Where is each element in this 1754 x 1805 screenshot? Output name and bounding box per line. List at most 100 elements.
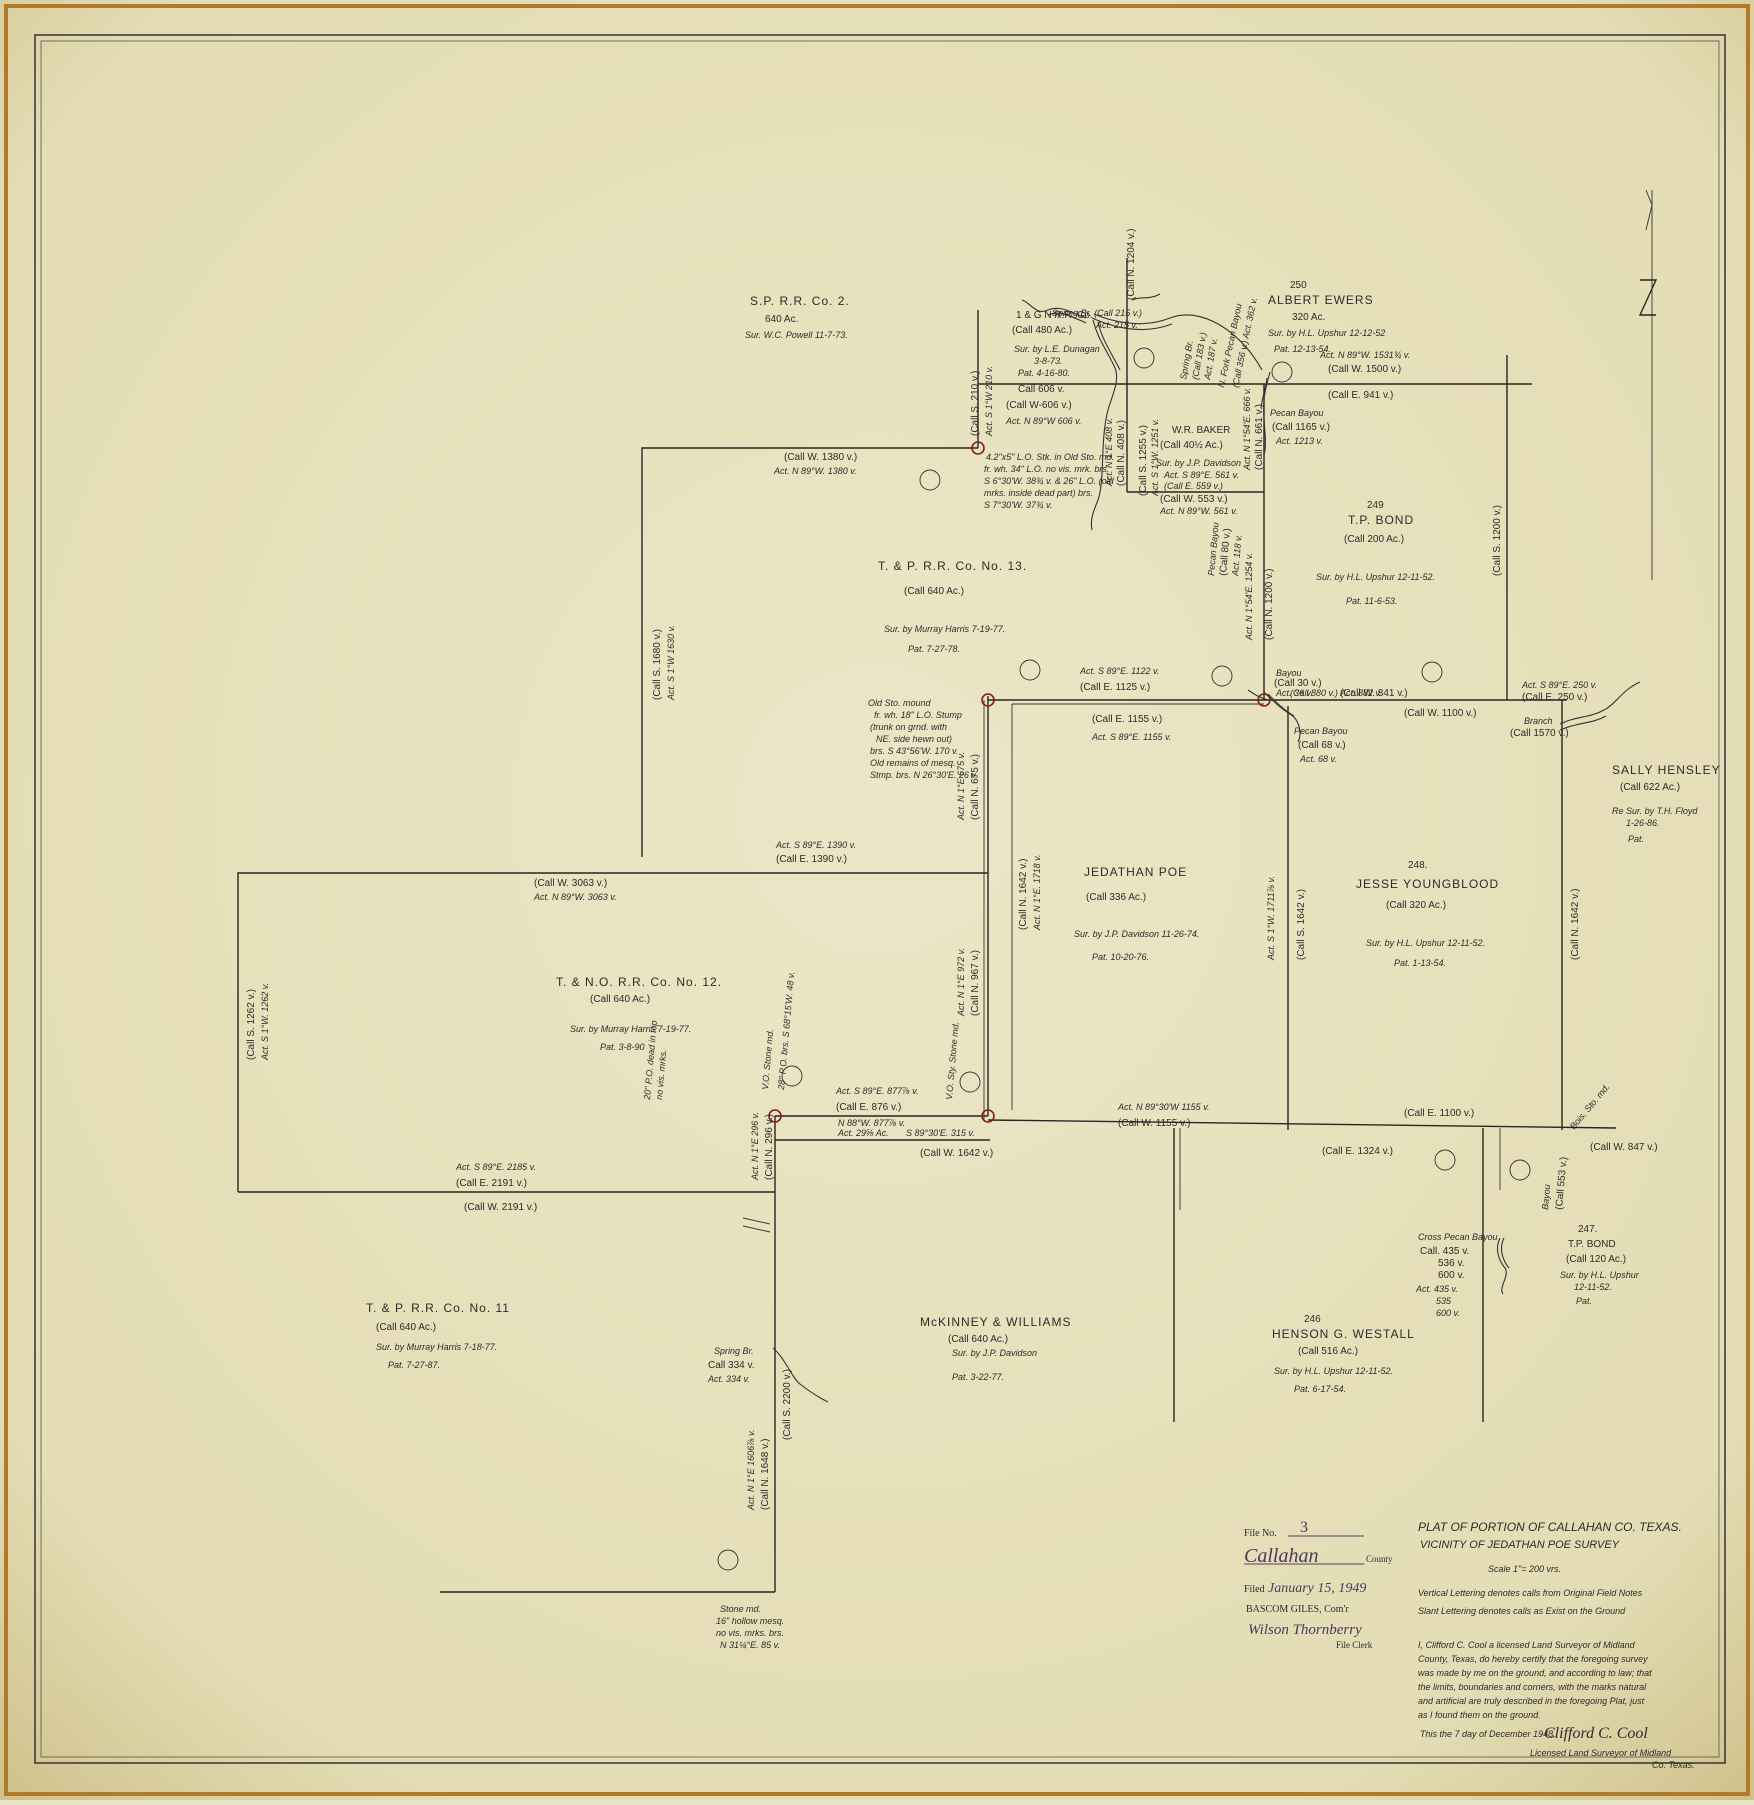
bearing-tree-icon [1421, 661, 1443, 683]
corner-circle-icon [768, 1109, 782, 1123]
svg-text:(Call W. 841 v.): (Call W. 841 v.) [1340, 688, 1408, 699]
svg-text:Act. S 89°E. 561 v.: Act. S 89°E. 561 v. [1163, 470, 1239, 480]
svg-text:Act. S 89°E. 250 v.: Act. S 89°E. 250 v. [1521, 680, 1597, 690]
svg-text:Act. S 1°W 210 v.: Act. S 1°W 210 v. [984, 366, 994, 437]
survey-name: JEDATHAN POE [1084, 865, 1187, 879]
svg-text:Pat. 10-20-76.: Pat. 10-20-76. [1092, 952, 1149, 962]
svg-text:(Call N. 967 v.): (Call N. 967 v.) [970, 950, 981, 1016]
svg-text:248.: 248. [1408, 860, 1427, 871]
svg-text:(Call E. 1324 v.): (Call E. 1324 v.) [1322, 1146, 1393, 1157]
svg-text:600 v.: 600 v. [1436, 1308, 1460, 1318]
svg-text:16" hollow mesq.: 16" hollow mesq. [716, 1616, 784, 1626]
svg-text:(Call E. 559 v.): (Call E. 559 v.) [1164, 481, 1223, 491]
svg-text:Act. N 1°E 408 v.: Act. N 1°E 408 v. [1104, 418, 1114, 487]
survey-249-tp-bond: 249 T.P. BOND (Call 200 Ac.) Sur. by H.L… [1316, 500, 1435, 606]
svg-text:Pat. 3-8-90: Pat. 3-8-90 [600, 1042, 645, 1052]
svg-text:Old Sto. mound: Old Sto. mound [868, 698, 932, 708]
svg-text:Act. S 1°W. 1251 v.: Act. S 1°W. 1251 v. [1150, 419, 1160, 497]
svg-text:Pat. 7-27-87.: Pat. 7-27-87. [388, 1360, 440, 1370]
svg-text:Pat.: Pat. [1576, 1296, 1592, 1306]
bearing-tree-icon [1509, 1159, 1531, 1181]
svg-text:(Call W-606 v.): (Call W-606 v.) [1006, 400, 1072, 411]
svg-text:(Call 640 Ac.): (Call 640 Ac.) [376, 1322, 436, 1333]
svg-text:Act. S 89°E. 1122 v.: Act. S 89°E. 1122 v. [1079, 666, 1159, 676]
boundary-calls: (Call W. 1380 v.) Act. N 89°W. 1380 v. (… [455, 350, 1658, 1213]
svg-text:the limits, boundaries and cor: the limits, boundaries and corners, with… [1418, 1682, 1647, 1692]
svg-text:Act. 29⅝ Ac.: Act. 29⅝ Ac. [837, 1128, 889, 1138]
svg-text:(Call N. 1642 v.): (Call N. 1642 v.) [1018, 858, 1029, 930]
svg-text:Vertical Lettering denotes cal: Vertical Lettering denotes calls from Or… [1418, 1588, 1643, 1598]
svg-text:Sur. by Murray Harris 7-19-77: Sur. by Murray Harris 7-19-77. [884, 624, 1005, 634]
file-stamp: File No. 3 Callahan County Filed January… [1244, 1519, 1393, 1650]
svg-text:(Call 516 Ac.): (Call 516 Ac.) [1298, 1346, 1358, 1357]
svg-text:Sur. by H.L. Upshur 12-11-52.: Sur. by H.L. Upshur 12-11-52. [1316, 572, 1435, 582]
svg-text:Sur. by H.L. Upshur: Sur. by H.L. Upshur [1560, 1270, 1640, 1280]
svg-text:Sur. by Murray Harris 7-18-77: Sur. by Murray Harris 7-18-77. [376, 1342, 497, 1352]
svg-text:no vis. mrks. brs.: no vis. mrks. brs. [716, 1628, 784, 1638]
svg-text:(Call 480 Ac.): (Call 480 Ac.) [1012, 325, 1072, 336]
svg-text:was made by me on the ground,: was made by me on the ground, and accord… [1418, 1668, 1652, 1678]
survey-248-jesse-youngblood: 248. JESSE YOUNGBLOOD (Call 320 Ac.) Sur… [1356, 860, 1499, 968]
survey-wr-baker: W.R. BAKER (Call 40½ Ac.) Sur. by J.P. D… [1156, 425, 1241, 516]
svg-text:(Call N. 408 v.): (Call N. 408 v.) [1116, 420, 1127, 486]
svg-text:S 7°30'W. 37¾ v.: S 7°30'W. 37¾ v. [984, 500, 1052, 510]
svg-text:Spring Br.: Spring Br. [714, 1346, 754, 1356]
bearing-tree-icon [717, 1549, 739, 1571]
svg-text:(Call S. 1680 v.): (Call S. 1680 v.) [652, 629, 663, 700]
svg-text:File Clerk: File Clerk [1336, 1640, 1373, 1650]
svg-text:fr. wh. 18" L.O. Stump: fr. wh. 18" L.O. Stump [874, 710, 962, 720]
svg-text:as I found them on the ground.: as I found them on the ground. [1418, 1710, 1541, 1720]
svg-text:(Call W. 1100 v.): (Call W. 1100 v.) [1404, 708, 1476, 719]
svg-text:Act. N 1°54'E. 666 v.: Act. N 1°54'E. 666 v. [1242, 388, 1252, 471]
svg-text:County: County [1366, 1554, 1393, 1564]
svg-text:(Call W. 1642 v.): (Call W. 1642 v.) [920, 1148, 993, 1159]
svg-text:(Call 200 Ac.): (Call 200 Ac.) [1344, 534, 1404, 545]
svg-text:Sur. by J.P. Davidson 11-26-7: Sur. by J.P. Davidson 11-26-74. [1074, 929, 1199, 939]
survey-name: McKINNEY & WILLIAMS [920, 1315, 1071, 1329]
survey-247-tp-bond: 247. T.P. BOND (Call 120 Ac.) Sur. by H.… [1560, 1224, 1640, 1306]
svg-text:(Call 553 v.): (Call 553 v.) [1554, 1156, 1570, 1210]
svg-text:Sur. by Murray Harris 7-19-77: Sur. by Murray Harris 7-19-77. [570, 1024, 691, 1034]
creeks [772, 293, 1641, 1403]
survey-tp-11: T. & P. R.R. Co. No. 11 (Call 640 Ac.) S… [366, 1301, 509, 1370]
svg-text:Act. S 1°W. 1711⅞ v.: Act. S 1°W. 1711⅞ v. [1266, 876, 1276, 961]
svg-text:brs. S 43°56'W. 170 v.: brs. S 43°56'W. 170 v. [870, 746, 958, 756]
survey-name: SALLY HENSLEY [1612, 763, 1721, 777]
survey-ign: 1 & G N R.R. Co. (Call 480 Ac.) Sur. by … [1012, 310, 1100, 395]
svg-text:Pat. 3-22-77.: Pat. 3-22-77. [952, 1372, 1004, 1382]
svg-text:(Call 640 Ac.): (Call 640 Ac.) [904, 586, 964, 597]
svg-text:(trunk on grnd. with: (trunk on grnd. with [870, 722, 947, 732]
bearing-tree-icon [1133, 347, 1155, 369]
svg-text:Act. 334 v.: Act. 334 v. [707, 1374, 750, 1384]
svg-text:Bayou: Bayou [1540, 1184, 1552, 1210]
svg-text:Call 606 v.: Call 606 v. [1018, 384, 1065, 395]
survey-sally-hensley: SALLY HENSLEY (Call 622 Ac.) Re Sur. by … [1612, 763, 1721, 844]
inner-border [40, 40, 1720, 1758]
svg-text:(Call W. 1380 v.): (Call W. 1380 v.) [784, 452, 857, 463]
map-scale: Scale 1"= 200 vrs. [1488, 1564, 1561, 1574]
svg-text:Pat.: Pat. [1628, 834, 1644, 844]
svg-text:Pat. 6-17-54.: Pat. 6-17-54. [1294, 1384, 1346, 1394]
survey-name: JESSE YOUNGBLOOD [1356, 877, 1499, 891]
svg-text:Licensed Land Surveyor of Mi: Licensed Land Surveyor of Midland [1530, 1748, 1672, 1758]
svg-text:Filed: Filed [1244, 1584, 1265, 1595]
svg-text:(Call S. 1642 v.): (Call S. 1642 v.) [1296, 889, 1307, 960]
svg-text:(Call W. 3063 v.): (Call W. 3063 v.) [534, 878, 607, 889]
svg-text:Sur. by H.L. Upshur 12-11-52.: Sur. by H.L. Upshur 12-11-52. [1274, 1366, 1393, 1376]
svg-text:4.2"x5" L.O. Stk. in Old Sto.: 4.2"x5" L.O. Stk. in Old Sto. md. [986, 452, 1114, 462]
boundary-calls-vertical: (Call S. 1680 v.) Act. S 1°W 1630 v. (Ca… [246, 228, 1581, 1511]
survey-name: T. & N.O. R.R. Co. No. 12. [556, 975, 722, 989]
survey-tp-13: T. & P. R.R. Co. No. 13. (Call 640 Ac.) … [878, 559, 1027, 654]
corner-circle-icon [981, 693, 995, 707]
svg-text:Sur. by J.P. Davidson: Sur. by J.P. Davidson [1156, 458, 1241, 468]
svg-text:Act. N 89°W. 3063 v.: Act. N 89°W. 3063 v. [533, 892, 617, 902]
svg-text:Act. S 89°E. 1155 v.: Act. S 89°E. 1155 v. [1091, 732, 1171, 742]
survey-name: T. & P. R.R. Co. No. 13. [878, 559, 1027, 573]
svg-text:N 31¼°E. 85 v.: N 31¼°E. 85 v. [720, 1640, 780, 1650]
svg-text:(Call 336 Ac.): (Call 336 Ac.) [1086, 892, 1146, 903]
svg-text:12-11-52.: 12-11-52. [1574, 1282, 1612, 1292]
svg-text:(Call 320 Ac.): (Call 320 Ac.) [1386, 900, 1446, 911]
bearing-tree-icon [1019, 659, 1041, 681]
svg-text:(Call N. 296 v.): (Call N. 296 v.) [764, 1114, 775, 1180]
